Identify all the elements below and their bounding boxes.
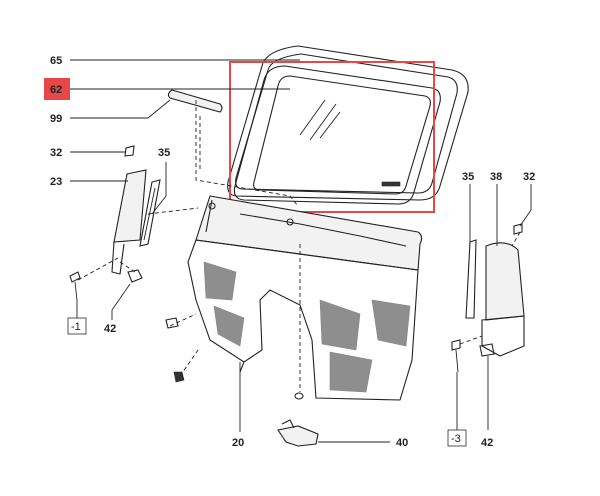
rear-window-glass — [233, 65, 441, 205]
callout-minus-3[interactable]: -3 — [447, 429, 467, 447]
screw-right — [451, 339, 461, 373]
callout-42-right[interactable]: 42 — [481, 437, 493, 449]
svg-text:-3: -3 — [451, 433, 461, 445]
callout-32-left[interactable]: 32 — [50, 147, 62, 159]
callout-40[interactable]: 40 — [396, 437, 408, 449]
clip-42-left — [127, 269, 143, 283]
callout-62[interactable]: 62 — [44, 78, 70, 100]
strip-35-right — [465, 239, 477, 319]
callout-20[interactable]: 20 — [232, 437, 244, 449]
callout-32-right[interactable]: 32 — [523, 171, 535, 183]
rear-window-seal — [227, 45, 469, 201]
clip-32-left — [124, 145, 135, 157]
svg-text:99: 99 — [50, 113, 62, 125]
clip-32-right — [513, 223, 523, 235]
svg-text:-1: -1 — [71, 321, 81, 333]
nut-left — [173, 371, 185, 383]
clip-left-lower — [165, 317, 179, 329]
callout-42-left[interactable]: 42 — [104, 323, 116, 335]
callout-99[interactable]: 99 — [50, 113, 62, 125]
svg-text:32: 32 — [50, 147, 62, 159]
lower-bracket — [277, 419, 319, 447]
callout-35-right[interactable]: 35 — [462, 171, 474, 183]
svg-text:32: 32 — [523, 171, 535, 183]
svg-text:62: 62 — [50, 84, 62, 96]
svg-text:35: 35 — [462, 171, 474, 183]
grommet — [294, 392, 304, 400]
svg-text:40: 40 — [396, 437, 408, 449]
svg-text:38: 38 — [490, 171, 502, 183]
callout-62-highlight — [44, 78, 70, 100]
callout-23[interactable]: 23 — [50, 176, 62, 188]
clip-42-right — [479, 343, 495, 357]
svg-text:23: 23 — [50, 176, 62, 188]
svg-text:20: 20 — [232, 437, 244, 449]
highlight-box — [229, 61, 435, 213]
screw-left — [69, 271, 81, 301]
trim-strip — [167, 89, 223, 113]
callout-minus-1[interactable]: -1 — [67, 317, 87, 335]
side-trim-38 — [481, 242, 525, 357]
svg-text:35: 35 — [158, 147, 170, 159]
callout-35-left[interactable]: 35 — [158, 147, 170, 159]
callout-38[interactable]: 38 — [490, 171, 502, 183]
rear-body-panel — [187, 195, 423, 401]
svg-text:42: 42 — [481, 437, 493, 449]
callout-65[interactable]: 65 — [50, 55, 62, 67]
side-trim-23 — [111, 169, 147, 275]
svg-text:65: 65 — [50, 55, 62, 67]
svg-text:42: 42 — [104, 323, 116, 335]
